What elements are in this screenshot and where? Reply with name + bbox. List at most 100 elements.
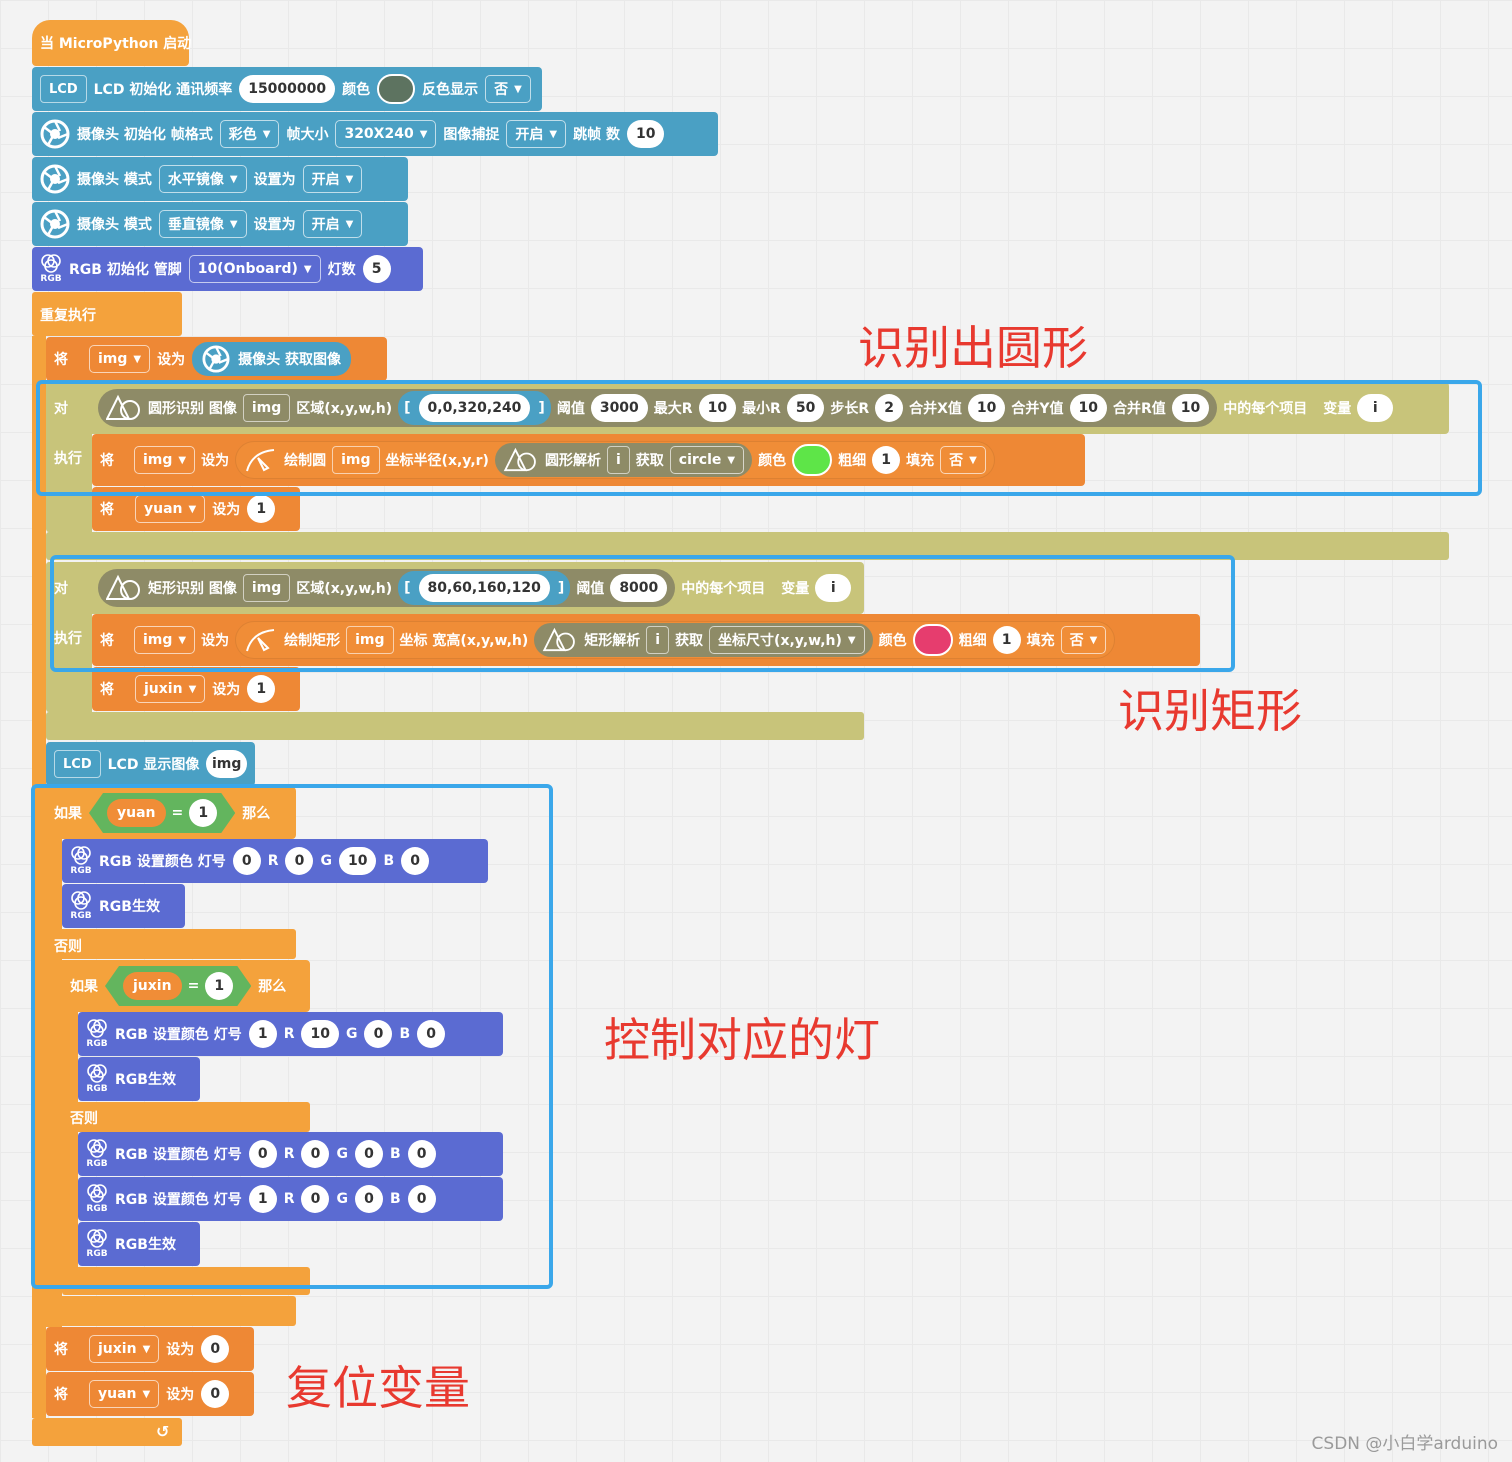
set-img-draw-rect-block[interactable]: 将 img▼ 设为 绘制矩形 img 坐标 宽高(x,y,w,h) 矩形解析 i… bbox=[92, 614, 1200, 666]
rect-parse-reporter[interactable]: 矩形解析 i 获取 坐标尺寸(x,y,w,h)▼ bbox=[534, 623, 873, 657]
rgb-init-block[interactable]: RGB RGB 初始化 管脚 10(Onboard)▼ 灯数 5 bbox=[32, 247, 423, 291]
image-input[interactable]: img bbox=[346, 626, 394, 654]
threshold-input[interactable]: 8000 bbox=[610, 574, 668, 602]
var-reporter[interactable]: yuan bbox=[107, 799, 166, 827]
compare-condition[interactable]: juxin = 1 bbox=[105, 966, 251, 1006]
loop-var-input[interactable]: i bbox=[815, 574, 852, 602]
merge-r-input[interactable]: 10 bbox=[1171, 394, 1210, 422]
rect-color-swatch[interactable] bbox=[912, 624, 953, 656]
loop-var-input[interactable]: i bbox=[1357, 394, 1394, 422]
roi-list[interactable]: [ 80,60,160,120 ] bbox=[398, 571, 571, 605]
green-input[interactable]: 10 bbox=[338, 847, 377, 875]
rect-detect-reporter[interactable]: 矩形识别 图像 img 区域(x,y,w,h) [ 80,60,160,120 … bbox=[98, 569, 676, 607]
fill-dropdown[interactable]: 否▼ bbox=[940, 446, 986, 474]
hat-block-micropython-start[interactable]: 当 MicroPython 启动 bbox=[32, 20, 191, 66]
var-dropdown[interactable]: img▼ bbox=[89, 345, 151, 373]
var-dropdown[interactable]: juxin▼ bbox=[135, 675, 206, 703]
camera-capture-dropdown[interactable]: 开启▼ bbox=[506, 120, 567, 148]
image-input[interactable]: img bbox=[242, 394, 291, 422]
camera-mode-dropdown[interactable]: 垂直镜像▼ bbox=[158, 210, 247, 238]
var-dropdown[interactable]: img▼ bbox=[134, 446, 196, 474]
camera-skip-input[interactable]: 10 bbox=[626, 120, 665, 148]
circle-for-each-block[interactable]: 对 圆形识别 图像 img 区域(x,y,w,h) [ 0,0,320,240 … bbox=[46, 382, 1449, 434]
var-reporter[interactable]: juxin bbox=[123, 972, 182, 1000]
green-input[interactable]: 0 bbox=[364, 1020, 393, 1048]
rgb-pin-dropdown[interactable]: 10(Onboard)▼ bbox=[188, 255, 321, 283]
var-dropdown[interactable]: img▼ bbox=[134, 626, 196, 654]
led-index-input[interactable]: 1 bbox=[248, 1020, 277, 1048]
item-input[interactable]: i bbox=[606, 446, 630, 474]
if2-block[interactable]: 如果 juxin = 1 那么 bbox=[62, 960, 310, 1012]
rmax-input[interactable]: 10 bbox=[698, 394, 737, 422]
merge-x-input[interactable]: 10 bbox=[967, 394, 1006, 422]
camera-mode-dropdown[interactable]: 水平镜像▼ bbox=[158, 165, 247, 193]
image-input[interactable]: img bbox=[242, 574, 291, 602]
field-dropdown[interactable]: circle▼ bbox=[669, 446, 745, 474]
value-input[interactable]: 1 bbox=[247, 495, 276, 523]
circle-detect-reporter[interactable]: 圆形识别 图像 img 区域(x,y,w,h) [ 0,0,320,240 ] … bbox=[98, 389, 1218, 427]
camera-mode-hmirror-block[interactable]: 摄像头 模式 水平镜像▼ 设置为 开启▼ bbox=[32, 157, 408, 201]
rmin-input[interactable]: 50 bbox=[786, 394, 825, 422]
blue-input[interactable]: 0 bbox=[417, 1020, 446, 1048]
camera-size-dropdown[interactable]: 320X240▼ bbox=[335, 120, 437, 148]
blue-input[interactable]: 0 bbox=[401, 847, 430, 875]
compare-value-input[interactable]: 1 bbox=[205, 972, 233, 1000]
image-input[interactable]: img bbox=[206, 750, 247, 778]
loop-footer[interactable] bbox=[32, 1418, 182, 1446]
compare-condition[interactable]: yuan = 1 bbox=[89, 793, 235, 833]
red-input[interactable]: 10 bbox=[301, 1020, 339, 1048]
reset-juxin-block[interactable]: 将 juxin▼ 设为 0 bbox=[46, 1327, 254, 1371]
compare-value-input[interactable]: 1 bbox=[189, 799, 217, 827]
lcd-freq-input[interactable]: 15000000 bbox=[239, 75, 336, 103]
fill-dropdown[interactable]: 否▼ bbox=[1060, 626, 1107, 654]
blue-input[interactable]: 0 bbox=[407, 1185, 436, 1213]
value-input[interactable]: 0 bbox=[201, 1335, 230, 1363]
item-input[interactable]: i bbox=[646, 626, 670, 654]
field-dropdown[interactable]: 坐标尺寸(x,y,w,h)▼ bbox=[709, 626, 865, 654]
red-input[interactable]: 0 bbox=[301, 1185, 330, 1213]
circle-parse-reporter[interactable]: 圆形解析 i 获取 circle▼ bbox=[494, 443, 753, 477]
camera-mode-value-dropdown[interactable]: 开启▼ bbox=[302, 165, 363, 193]
camera-init-block[interactable]: 摄像头 初始化 帧格式 彩色▼ 帧大小 320X240▼ 图像捕捉 开启▼ 跳帧… bbox=[32, 112, 718, 156]
rgb-set-color-block[interactable]: RGB RGB 设置颜色 灯号 0 R 0 G 10 B 0 bbox=[62, 839, 488, 883]
rgb-set-color-block[interactable]: RGB RGB 设置颜色 灯号 1 R 10 G 0 B 0 bbox=[78, 1012, 503, 1056]
roi-input[interactable]: 0,0,320,240 bbox=[418, 394, 531, 422]
lcd-show-image-block[interactable]: LCD LCD 显示图像 img bbox=[46, 742, 255, 786]
var-dropdown[interactable]: yuan▼ bbox=[89, 1380, 160, 1408]
rgb-show-block[interactable]: RGB RGB生效 bbox=[78, 1222, 200, 1266]
thickness-input[interactable]: 1 bbox=[992, 626, 1021, 654]
image-input[interactable]: img bbox=[332, 446, 380, 474]
red-input[interactable]: 0 bbox=[285, 847, 314, 875]
reset-yuan-block[interactable]: 将 yuan▼ 设为 0 bbox=[46, 1372, 254, 1416]
camera-mode-value-dropdown[interactable]: 开启▼ bbox=[302, 210, 363, 238]
value-input[interactable]: 1 bbox=[247, 675, 276, 703]
led-index-input[interactable]: 1 bbox=[248, 1185, 277, 1213]
roi-input[interactable]: 80,60,160,120 bbox=[418, 574, 550, 602]
value-input[interactable]: 0 bbox=[201, 1380, 230, 1408]
green-input[interactable]: 0 bbox=[354, 1140, 383, 1168]
camera-format-dropdown[interactable]: 彩色▼ bbox=[219, 120, 280, 148]
red-input[interactable]: 0 bbox=[301, 1140, 330, 1168]
draw-circle-reporter[interactable]: 绘制圆 img 坐标半径(x,y,r) 圆形解析 i 获取 circle▼ 颜色… bbox=[235, 441, 995, 479]
camera-snapshot-reporter[interactable]: 摄像头 获取图像 bbox=[192, 342, 351, 376]
led-index-input[interactable]: 0 bbox=[248, 1140, 277, 1168]
led-index-input[interactable]: 0 bbox=[232, 847, 261, 875]
blue-input[interactable]: 0 bbox=[407, 1140, 436, 1168]
set-img-draw-circle-block[interactable]: 将 img▼ 设为 绘制圆 img 坐标半径(x,y,r) 圆形解析 i 获取 … bbox=[92, 434, 1085, 486]
merge-y-input[interactable]: 10 bbox=[1069, 394, 1108, 422]
rgb-count-input[interactable]: 5 bbox=[362, 255, 391, 283]
draw-rect-reporter[interactable]: 绘制矩形 img 坐标 宽高(x,y,w,h) 矩形解析 i 获取 坐标尺寸(x… bbox=[235, 621, 1116, 659]
roi-list[interactable]: [ 0,0,320,240 ] bbox=[398, 391, 551, 425]
lcd-invert-dropdown[interactable]: 否▼ bbox=[485, 75, 531, 103]
set-img-snapshot-block[interactable]: 将 img▼ 设为 摄像头 获取图像 bbox=[46, 337, 387, 381]
lcd-color-swatch[interactable] bbox=[377, 74, 416, 104]
rect-for-each-footer[interactable] bbox=[46, 712, 864, 740]
threshold-input[interactable]: 3000 bbox=[590, 394, 648, 422]
var-dropdown[interactable]: yuan▼ bbox=[135, 495, 206, 523]
circle-color-swatch[interactable] bbox=[792, 444, 833, 476]
camera-mode-vflip-block[interactable]: 摄像头 模式 垂直镜像▼ 设置为 开启▼ bbox=[32, 202, 408, 246]
rgb-show-block[interactable]: RGB RGB生效 bbox=[62, 884, 185, 928]
thickness-input[interactable]: 1 bbox=[872, 446, 901, 474]
if1-block[interactable]: 如果 yuan = 1 那么 bbox=[46, 787, 296, 839]
rgb-show-block[interactable]: RGB RGB生效 bbox=[78, 1057, 200, 1101]
